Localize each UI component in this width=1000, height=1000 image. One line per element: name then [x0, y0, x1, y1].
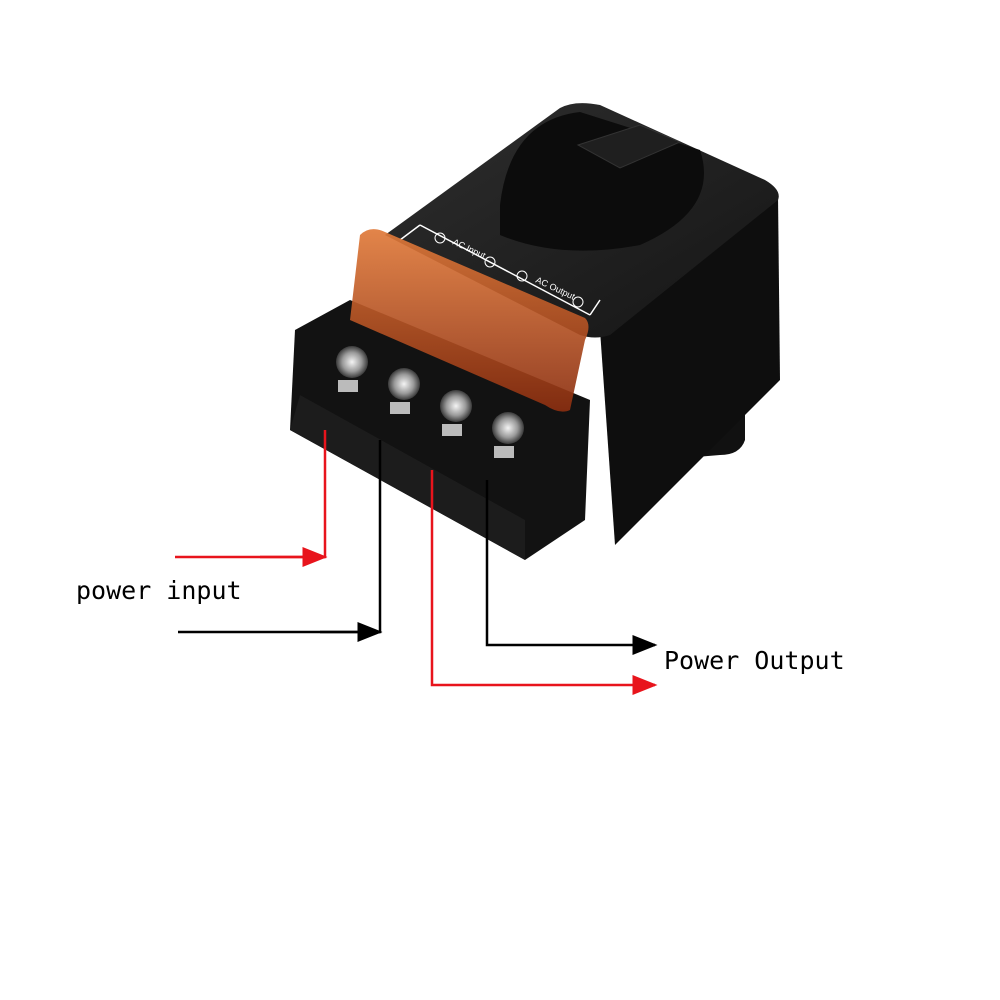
power-input-label: power input: [76, 576, 242, 605]
wires: [175, 430, 658, 695]
terminal-screw: [492, 412, 524, 444]
output-neutral-wire: [485, 480, 658, 655]
power-output-label: Power Output: [664, 646, 845, 675]
output-live-wire: [430, 470, 658, 695]
terminal-block: [290, 300, 590, 560]
terminal-cover: [350, 229, 589, 412]
input-live-wire: [175, 430, 327, 559]
terminal-screw: [336, 346, 368, 378]
terminal-screw: [440, 390, 472, 422]
terminal-screw: [388, 368, 420, 400]
terminal-plate: [494, 446, 514, 458]
terminal-plate: [390, 402, 410, 414]
terminal-plate: [442, 424, 462, 436]
terminal-plate: [338, 380, 358, 392]
